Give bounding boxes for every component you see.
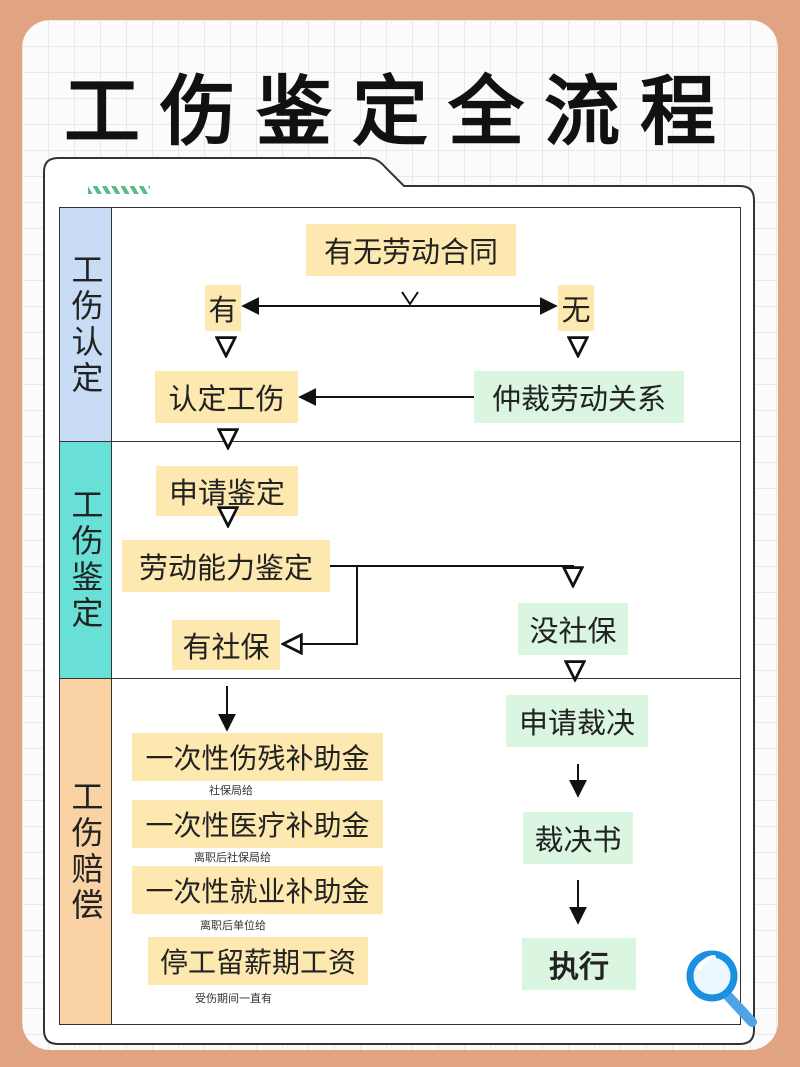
node-execute: 执行 <box>522 938 636 990</box>
node-arbitrate-relation: 仲裁劳动关系 <box>474 371 684 423</box>
section-divider <box>59 441 741 442</box>
note-wage: 受伤期间一直有 <box>195 992 272 1005</box>
arrow-ability-to-has-insurance <box>283 565 358 644</box>
node-ability-appraisal: 劳动能力鉴定 <box>122 540 330 592</box>
node-has-insurance: 有社保 <box>172 620 280 670</box>
node-employment-subsidy: 一次性就业补助金 <box>132 866 383 914</box>
node-disability-subsidy: 一次性伤残补助金 <box>132 733 383 781</box>
folder-tab-mark <box>88 186 150 194</box>
node-wage: 停工留薪期工资 <box>148 937 368 985</box>
magnifier-icon <box>686 950 757 1027</box>
page-title: 工伤鉴定全流程 <box>64 67 736 156</box>
node-contract: 有无劳动合同 <box>306 224 516 276</box>
note-disability: 社保局给 <box>209 784 253 797</box>
section-recognition: 工伤认定 <box>59 207 112 442</box>
node-no: 无 <box>558 285 594 331</box>
arrow-ability-to-no-insurance <box>330 565 573 586</box>
node-apply-appraisal: 申请鉴定 <box>156 466 298 516</box>
section-divider <box>59 678 741 679</box>
node-medical-subsidy: 一次性医疗补助金 <box>132 800 383 848</box>
node-yes: 有 <box>205 285 241 331</box>
node-ruling: 裁决书 <box>523 812 633 864</box>
note-medical: 离职后社保局给 <box>194 851 271 864</box>
node-apply-ruling: 申请裁决 <box>506 695 648 747</box>
note-employment: 离职后单位给 <box>200 919 266 932</box>
node-no-insurance: 没社保 <box>518 603 628 655</box>
node-recognize: 认定工伤 <box>155 371 298 423</box>
brace-connector <box>401 291 419 306</box>
section-compensation: 工伤赔偿 <box>59 678 112 1025</box>
